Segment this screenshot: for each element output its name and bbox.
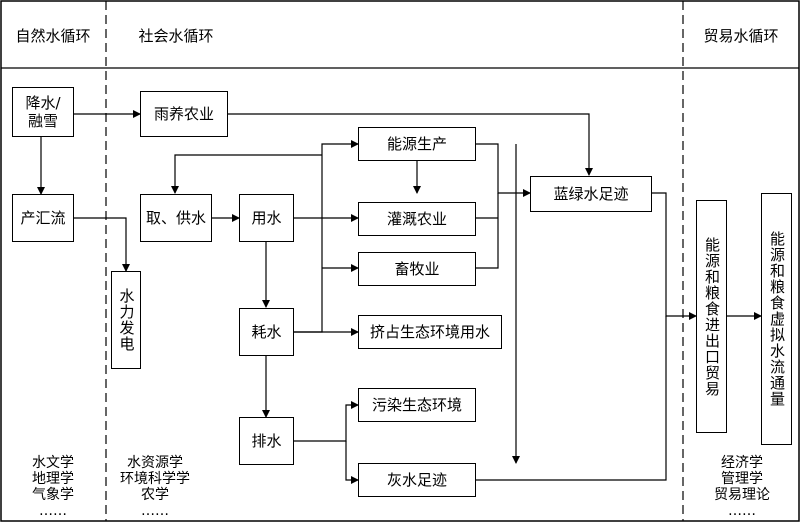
social-discipline-more: …… [141, 503, 169, 519]
pollution-box: 污染生态环境 [358, 388, 476, 422]
header-natural: 自然水循环 [15, 26, 91, 45]
precipitation-line2: 融雪 [27, 112, 58, 130]
irrigation-agriculture-box: 灌溉农业 [358, 202, 476, 236]
social-discipline-1: 水资源学 [127, 455, 183, 471]
header-social: 社会水循环 [138, 26, 214, 45]
arrow-consumption-bus [294, 140, 359, 333]
energy-production-box: 能源生产 [358, 127, 476, 161]
arrow-energy-to-intake [171, 154, 322, 194]
arrow-runoff-to-hydropower [73, 217, 130, 272]
natural-discipline-3: 气象学 [32, 487, 74, 503]
consumption-box: 耗水 [239, 308, 294, 356]
arrow-energy-to-bluegreen [476, 143, 531, 197]
intake-supply-box: 取、供水 [140, 194, 212, 242]
trade-box: 能源和粮食进出口贸易 [696, 200, 727, 433]
arrow-drainage-branch [294, 401, 359, 442]
drainage-box: 排水 [239, 417, 294, 465]
social-discipline-2: 环境科学学 [120, 471, 190, 487]
rainfed-agriculture-box: 雨养农业 [140, 91, 228, 137]
natural-discipline-2: 地理学 [32, 471, 74, 487]
water-use-box: 用水 [239, 194, 294, 242]
runoff-box: 产汇流 [12, 194, 74, 242]
header-trade: 贸易水循环 [703, 26, 779, 45]
virtual-water-flow-label: 能源和粮食虚拟水流通量 [768, 231, 786, 407]
trade-label: 能源和粮食进出口贸易 [703, 236, 721, 397]
trade-discipline-2: 管理学 [721, 471, 763, 487]
arrow-bluegreen-to-trade [652, 192, 697, 320]
arrow-rainfed-to-bluegreen [227, 113, 593, 176]
hydropower-label: 水力发电 [117, 288, 136, 352]
precipitation-box: 降水/ 融雪 [12, 87, 74, 137]
arrow-drainage-to-grey [345, 441, 359, 484]
trade-discipline-more: …… [728, 503, 756, 519]
social-discipline-3: 农学 [141, 487, 169, 503]
bluegreen-footprint-box: 蓝绿水足迹 [530, 176, 652, 212]
virtual-water-flow-box: 能源和粮食虚拟水流通量 [761, 193, 792, 445]
line-livestock-merge [476, 193, 499, 269]
trade-discipline-1: 经济学 [721, 455, 763, 471]
grey-footprint-box: 灰水足迹 [358, 463, 476, 497]
arrow-grey-to-trade [476, 316, 667, 481]
eco-occupation-box: 挤占生态环境用水 [358, 315, 502, 349]
trade-discipline-3: 贸易理论 [714, 487, 770, 503]
natural-disciplines: 水文学 地理学 气象学 …… [10, 455, 96, 519]
precipitation-line1: 降水/ [25, 94, 61, 112]
hydropower-box: 水力发电 [111, 271, 141, 369]
livestock-box: 畜牧业 [358, 252, 476, 286]
trade-disciplines: 经济学 管理学 贸易理论 …… [692, 455, 792, 519]
natural-discipline-1: 水文学 [32, 455, 74, 471]
social-disciplines: 水资源学 环境科学学 农学 …… [112, 455, 198, 519]
natural-discipline-more: …… [39, 503, 67, 519]
